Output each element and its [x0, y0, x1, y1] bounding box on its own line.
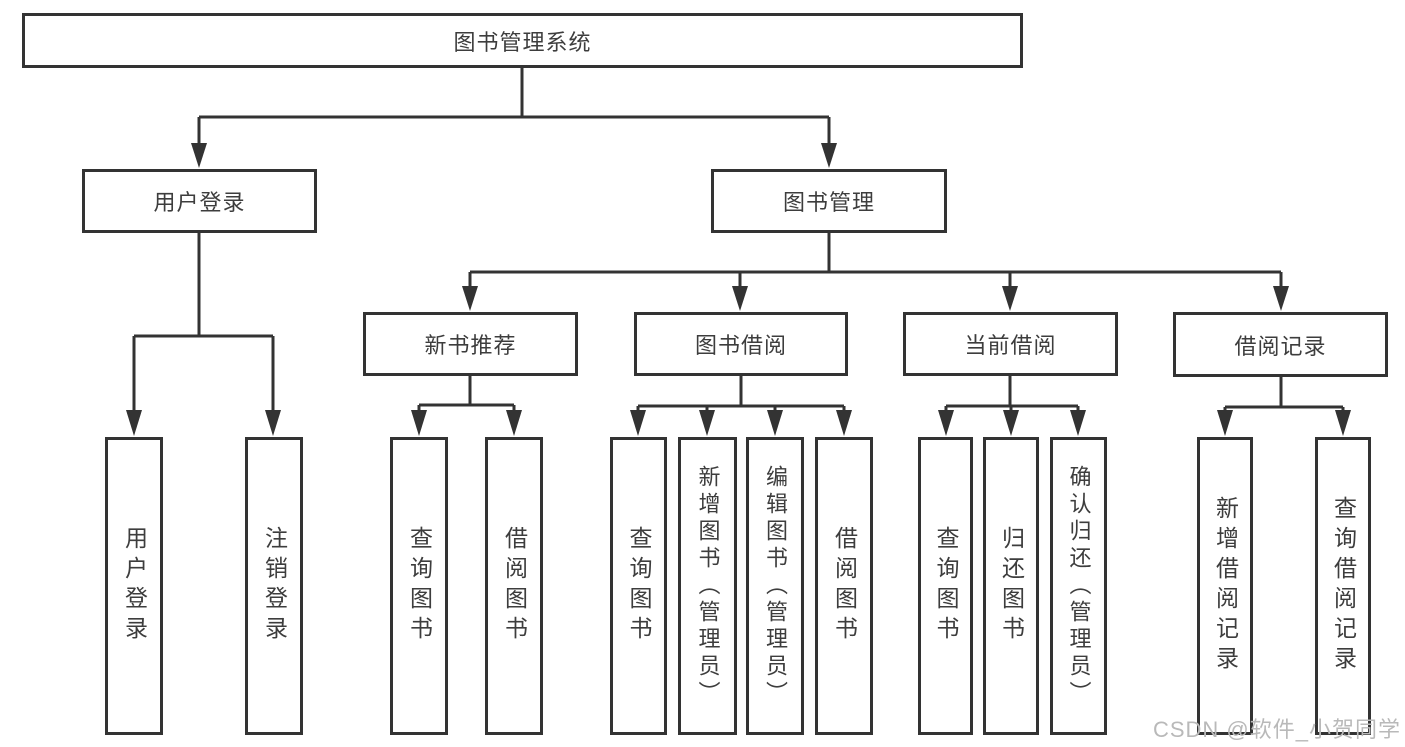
- leaf-query-book-borrow-label: 查询图书: [626, 526, 652, 646]
- node-book-management-label: 图书管理: [782, 190, 875, 215]
- node-current-borrow-label: 当前借阅: [964, 333, 1057, 358]
- node-root-label: 图书管理系统: [453, 29, 592, 55]
- leaf-query-borrow-record-label: 查询借阅记录: [1330, 496, 1357, 676]
- leaf-borrow-book-recommend: 借阅图书: [485, 437, 543, 735]
- leaf-add-borrow-record-label: 新增借阅记录: [1212, 496, 1239, 676]
- node-book-borrow: 图书借阅: [634, 312, 848, 376]
- leaf-return-book-label: 归还图书: [998, 526, 1025, 646]
- leaf-add-book-admin-label: 新增图书（管理员）: [695, 464, 721, 708]
- leaf-edit-book-admin: 编辑图书（管理员）: [746, 437, 804, 735]
- leaf-confirm-return-admin-label: 确认归还（管理员）: [1066, 464, 1092, 708]
- leaf-confirm-return-admin: 确认归还（管理员）: [1050, 437, 1107, 735]
- node-root: 图书管理系统: [22, 13, 1023, 68]
- node-new-book-recommend: 新书推荐: [363, 312, 578, 376]
- leaf-query-book-current: 查询图书: [918, 437, 973, 735]
- leaf-user-login: 用户登录: [105, 437, 163, 735]
- node-book-management: 图书管理: [711, 169, 947, 233]
- node-user-login-label: 用户登录: [153, 190, 246, 215]
- node-current-borrow: 当前借阅: [903, 312, 1118, 376]
- leaf-user-login-label: 用户登录: [121, 526, 148, 646]
- leaf-return-book: 归还图书: [983, 437, 1039, 735]
- node-borrow-record: 借阅记录: [1173, 312, 1388, 377]
- node-borrow-record-label: 借阅记录: [1234, 333, 1327, 359]
- leaf-add-borrow-record: 新增借阅记录: [1197, 437, 1253, 735]
- leaf-query-book-recommend: 查询图书: [390, 437, 448, 735]
- leaf-query-borrow-record: 查询借阅记录: [1315, 437, 1371, 735]
- leaf-logout-label: 注销登录: [261, 526, 288, 646]
- leaf-edit-book-admin-label: 编辑图书（管理员）: [763, 464, 788, 708]
- leaf-query-book-borrow: 查询图书: [610, 437, 667, 735]
- node-book-borrow-label: 图书借阅: [694, 333, 787, 358]
- node-user-login: 用户登录: [82, 169, 317, 233]
- leaf-borrow-book: 借阅图书: [815, 437, 873, 735]
- leaf-query-book-recommend-label: 查询图书: [406, 526, 433, 646]
- leaf-logout: 注销登录: [245, 437, 303, 735]
- leaf-borrow-book-recommend-label: 借阅图书: [501, 526, 528, 646]
- node-new-book-recommend-label: 新书推荐: [424, 333, 517, 358]
- leaf-query-book-current-label: 查询图书: [933, 526, 959, 646]
- leaf-borrow-book-label: 借阅图书: [831, 526, 858, 646]
- leaf-add-book-admin: 新增图书（管理员）: [678, 437, 737, 735]
- csdn-watermark: CSDN @软件_小贺同学: [1152, 717, 1401, 742]
